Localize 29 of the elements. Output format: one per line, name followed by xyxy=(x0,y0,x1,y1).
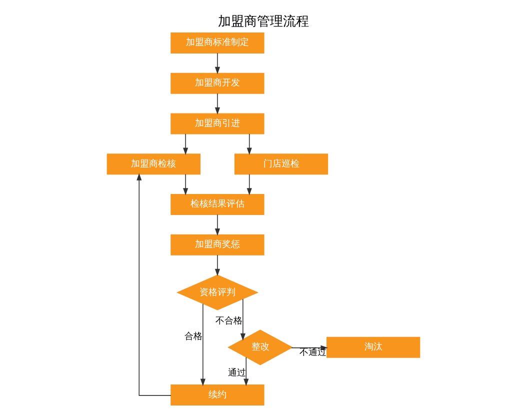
arrow xyxy=(246,134,252,155)
node-diamond: 资格评判 xyxy=(176,274,258,310)
node-box: 加盟商标准制定 xyxy=(170,32,264,54)
arrow xyxy=(240,298,245,341)
node-box: 门店巡检 xyxy=(234,154,328,175)
edge-label: 合格 xyxy=(184,332,202,342)
edge-label: 通过 xyxy=(227,368,246,378)
node-box: 加盟商奖惩 xyxy=(170,234,264,256)
edge-label: 不合格 xyxy=(215,316,242,327)
arrow xyxy=(290,345,328,350)
arrow xyxy=(243,356,248,386)
arrow xyxy=(136,173,171,396)
arrow xyxy=(214,52,220,74)
node-box: 加盟商检核 xyxy=(106,154,200,175)
arrow xyxy=(200,303,205,386)
node-box: 续约 xyxy=(170,384,264,406)
arrow xyxy=(246,174,252,196)
arrow xyxy=(214,254,220,276)
arrow xyxy=(214,93,220,115)
edge-label: 不通过 xyxy=(299,348,326,358)
node-box: 淘汰 xyxy=(326,336,420,358)
node-box: 检核结果评估 xyxy=(170,194,264,215)
diagram-title: 加盟商管理流程 xyxy=(218,14,308,30)
node-box: 加盟商引进 xyxy=(170,113,264,134)
node-box: 加盟商开发 xyxy=(170,72,264,94)
arrow xyxy=(182,174,188,196)
arrow xyxy=(182,134,188,155)
arrow xyxy=(214,214,220,236)
node-diamond: 整改 xyxy=(227,330,293,366)
